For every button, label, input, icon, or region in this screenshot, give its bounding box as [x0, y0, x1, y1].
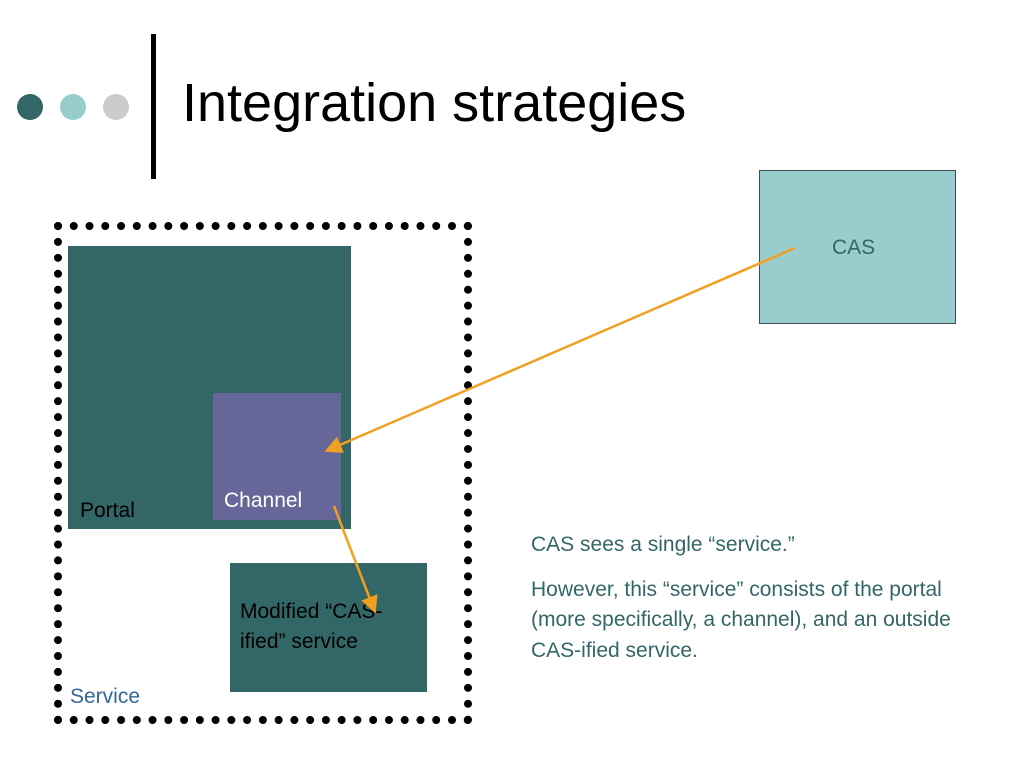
- channel-box: [213, 393, 341, 520]
- modified-service-box: [230, 563, 427, 692]
- modified-service-label: Modified “CAS-ified” service: [240, 600, 383, 654]
- note-service-composition: However, this “service” consists of the …: [531, 578, 951, 662]
- service-boundary: [54, 222, 472, 724]
- slide-title: Integration strategies: [182, 73, 687, 133]
- title-dot-light: [103, 94, 129, 120]
- portal-label: Portal: [80, 499, 135, 522]
- note-single-service: CAS sees a single “service.”: [531, 533, 795, 556]
- title-dot-medium: [60, 94, 86, 120]
- service-label: Service: [70, 685, 141, 708]
- channel-label: Channel: [224, 489, 303, 512]
- title-divider: [151, 34, 156, 179]
- cas-label: CAS: [832, 236, 876, 259]
- title-dot-dark: [17, 94, 43, 120]
